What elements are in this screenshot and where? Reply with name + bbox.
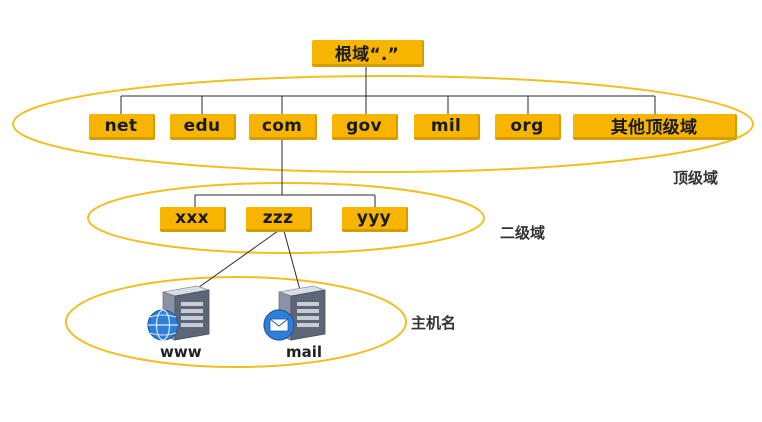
- host-label-mail: mail: [286, 343, 323, 361]
- sld-node-yyy: yyy: [342, 207, 408, 232]
- root-domain-node: 根域“.”: [312, 40, 424, 67]
- tld-node-edu: edu: [170, 114, 236, 140]
- sld-node-zzz: zzz: [246, 207, 312, 232]
- mail-server-icon: [263, 285, 326, 341]
- level-label-second-level: 二级域: [500, 224, 546, 242]
- globe-server-icon: [147, 285, 210, 341]
- tld-node-org: org: [495, 114, 561, 140]
- level-label-top-level: 顶级域: [673, 169, 719, 187]
- tld-node-mil: mil: [414, 114, 480, 140]
- top-level-zone-ellipse: [12, 75, 754, 173]
- host-zone-ellipse: [65, 276, 407, 368]
- tld-node-other: 其他顶级域: [573, 114, 737, 140]
- zzz-to-www-line: [194, 230, 279, 291]
- tld-node-net: net: [89, 114, 155, 140]
- sld-node-xxx: xxx: [160, 207, 226, 232]
- host-label-www: www: [160, 343, 202, 361]
- zzz-to-mail-line: [283, 230, 301, 291]
- level-label-host: 主机名: [411, 314, 457, 332]
- second-level-zone-ellipse: [87, 182, 485, 254]
- tld-node-com: com: [249, 114, 317, 140]
- tld-node-gov: gov: [332, 114, 398, 140]
